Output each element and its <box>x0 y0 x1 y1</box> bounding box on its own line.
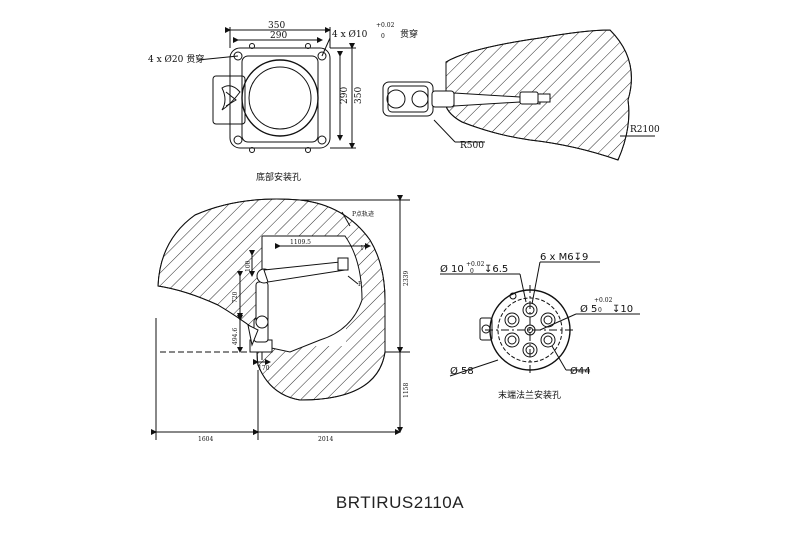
base-bore <box>241 59 319 137</box>
flange-hole <box>504 312 520 328</box>
mount-hole <box>317 135 327 145</box>
base-width-inner: 290 <box>270 31 287 41</box>
model-name: BRTIRUS2110A <box>336 493 464 512</box>
side-dim-170: 170 <box>258 365 270 372</box>
flange-phi10-tol2: 0 <box>470 268 474 275</box>
base-width-outer: 350 <box>268 21 285 31</box>
flange-m6: 6 x M6↧9 <box>540 252 588 263</box>
flange-hole <box>540 332 556 348</box>
base-hole-small: 4 x Ø10 <box>332 29 368 40</box>
top-inner-radius: R500 <box>460 141 484 151</box>
side-small-17: 17 <box>360 245 368 252</box>
base-view <box>197 27 356 153</box>
side-p-track: P点轨迹 <box>352 210 374 218</box>
base-hole-small-tol: +0.02 <box>376 22 395 29</box>
flange-phi5-depth: ↧10 <box>612 304 633 315</box>
flange-caption: 末端法兰安装孔 <box>498 389 561 401</box>
flange-phi5: Ø 5 <box>580 303 597 315</box>
top-outer-radius: R2100 <box>630 125 660 135</box>
side-reach-horiz: 1109.5 <box>290 239 311 246</box>
flange-phi44: Ø44 <box>570 365 591 377</box>
top-view <box>382 29 655 161</box>
base-outline <box>229 47 331 149</box>
flange-phi58: Ø 58 <box>450 365 474 377</box>
flange-phi10: Ø 10 <box>440 263 464 275</box>
side-lower-height: 1158 <box>403 383 410 398</box>
base-hole-small-tol2: 0 <box>381 33 385 40</box>
side-right-reach: 2014 <box>318 436 333 443</box>
flange-hole <box>504 332 520 348</box>
side-left-reach: 1604 <box>198 436 213 443</box>
side-dim-720: 720 <box>232 291 239 303</box>
side-p-label: P <box>358 281 362 288</box>
base-hole-large: 4 x Ø20 贯穿 <box>148 53 204 65</box>
side-dim-494: 494.6 <box>232 328 239 345</box>
flange-hole <box>540 312 556 328</box>
flange-phi5-tol2: 0 <box>598 307 602 314</box>
flange-phi5-tol: +0.02 <box>594 297 613 304</box>
side-dim-100: 100 <box>245 260 252 272</box>
flange-view <box>440 261 640 377</box>
flange-phi10-tol: +0.02 <box>466 261 485 268</box>
base-caption: 底部安装孔 <box>256 171 301 183</box>
mount-hole <box>317 51 327 61</box>
side-total-height: 2339 <box>403 271 410 286</box>
mount-hole <box>233 135 243 145</box>
base-hole-through: 贯穿 <box>400 28 418 40</box>
base-height-inner: 290 <box>340 87 350 104</box>
base-height-outer: 350 <box>354 87 364 104</box>
side-view <box>151 195 410 440</box>
flange-phi10-depth: ↧6.5 <box>484 264 508 275</box>
